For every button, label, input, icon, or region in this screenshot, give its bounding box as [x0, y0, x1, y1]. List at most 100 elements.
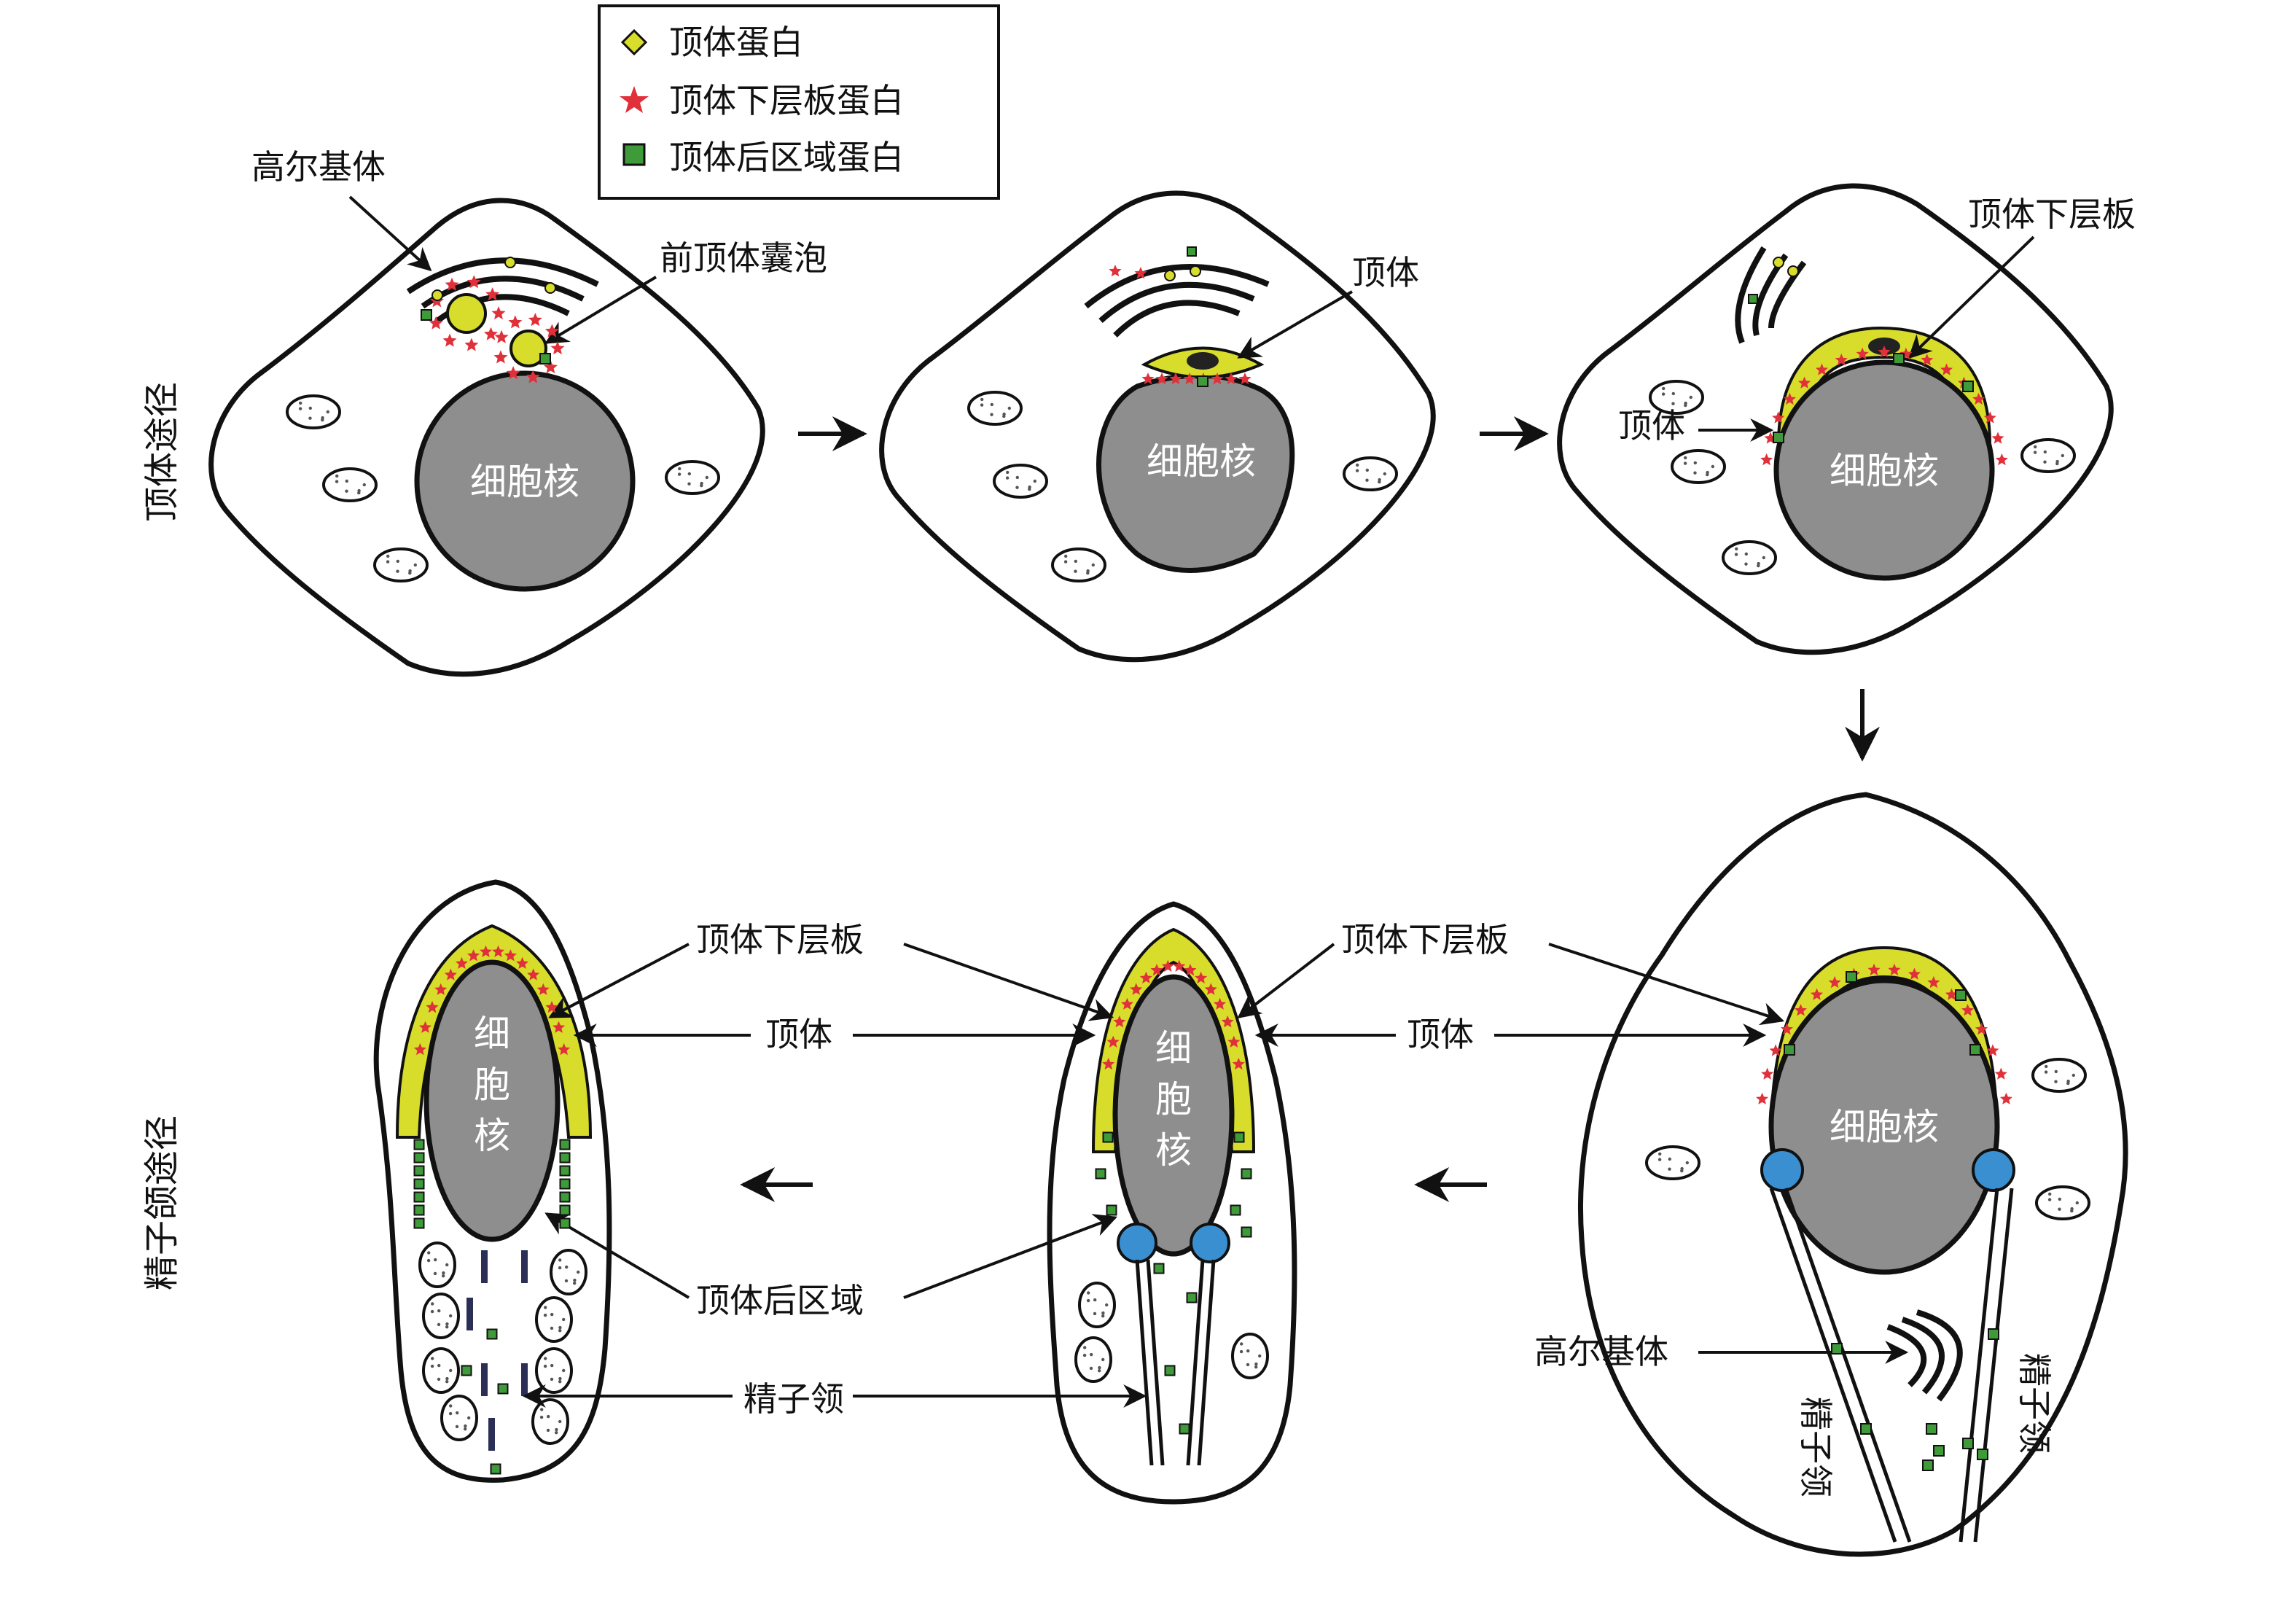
subacrosomal-protein-star [444, 968, 457, 981]
postacrosomal-protein-square [559, 1139, 571, 1150]
postacrosomal-protein-square [1153, 1263, 1165, 1274]
mitochondrion-crista [464, 1427, 467, 1431]
subacrosomal-protein-star [464, 338, 479, 351]
mitochondrion-crista [434, 1258, 437, 1262]
postacrosomal-protein-square [1230, 1204, 1241, 1216]
mitochondrion-crista [555, 1427, 558, 1432]
mitochondrion-crista [1757, 561, 1760, 566]
mitochondrion-crista [299, 401, 302, 405]
subacrosomal-protein-star [1995, 453, 2008, 466]
mitochondrion-crista [345, 489, 348, 493]
postacrosomal-protein-square [413, 1152, 425, 1164]
cell-3: 细胞核 顶体下层板 顶体 [1557, 183, 2136, 655]
mitochondrion-crista [1090, 1352, 1093, 1357]
pointer [903, 1214, 1117, 1299]
mitochondrion-crista [2055, 459, 2059, 464]
mitochondrion-crista [442, 1271, 445, 1275]
acrosome-label: 顶体 [1618, 406, 1685, 445]
mitochondrion-crista [980, 403, 984, 407]
mitochondrion-crista [573, 1282, 577, 1285]
pointer [903, 943, 1114, 1021]
mitochondrion-crista [2058, 1197, 2061, 1201]
subacrosomal-protein-star [1113, 1015, 1126, 1028]
subacrosomal-protein-star [491, 306, 506, 320]
mitochondrion-crista [540, 1408, 544, 1411]
subacrosomal-protein-star [558, 1042, 571, 1056]
pointer [548, 943, 690, 1018]
acrosomal-protein-dot [544, 282, 556, 294]
mitochondrion-crista [362, 483, 366, 487]
mitochondrion-crista [1680, 1166, 1684, 1171]
mitochondrion-crista [1668, 1157, 1671, 1161]
svg-text:精子领: 精子领 [2015, 1353, 2054, 1454]
mitochondrion-crista [1254, 1365, 1258, 1369]
nucleus-label: 细胞核 [1830, 1106, 1939, 1148]
postacrosomal-protein-square [1233, 1131, 1245, 1143]
mitochondrion-crista [445, 1322, 449, 1326]
square-icon [622, 143, 646, 166]
postacrosomal-protein-square [1748, 294, 1758, 304]
mitochondrion-crista [396, 559, 399, 564]
subacrosomal-protein-star [1856, 347, 1869, 360]
cell-5: 细 胞 核 [1047, 901, 1297, 1505]
subacrosomal-protein-star [1798, 376, 1811, 389]
mitochondrion-crista [1684, 401, 1687, 405]
mitochondrion-crista [677, 472, 682, 476]
subacrosomal-protein-star [527, 968, 540, 981]
acrosomal-protein-dot [504, 257, 516, 268]
mitochondrion-crista [1028, 485, 1031, 489]
cell-1: 细胞核 高尔基体 前顶体囊泡 [208, 147, 827, 677]
subacrosomal-protein-star [1986, 1044, 1999, 1056]
nucleus [1768, 978, 2000, 1275]
subacrosomal-protein-star [1173, 959, 1186, 972]
mitochondrion-crista [1083, 1346, 1087, 1349]
golgi [1084, 264, 1270, 338]
mitochondrion-crista [2033, 451, 2037, 454]
mitochondrion-crista [437, 1322, 441, 1327]
subacrosomal-protein-star [1184, 964, 1197, 976]
mitochondrion-crista [2066, 1079, 2070, 1083]
mitochondrion-crista [448, 1411, 453, 1416]
legend-label: 顶体蛋白 [669, 23, 803, 62]
mitochondrion-crista [445, 1380, 449, 1384]
mitochondrion-crista [1063, 560, 1068, 564]
mitochondrion-crista [2072, 1073, 2075, 1077]
acrosomal-protein-dot [1787, 265, 1799, 277]
mitochondrion-crista [437, 1363, 441, 1368]
nucleus-label: 细胞核 [1147, 440, 1256, 483]
mitochondrion-crista [413, 563, 417, 567]
postacrosomal-protein-square [1962, 381, 1974, 392]
subacrosomal-protein-star [1972, 392, 1985, 405]
subacrosomal-protein-star [1120, 997, 1133, 1010]
subacrosomal-layer-label-right: 顶体下层板 [1341, 920, 1509, 959]
mitochondrion-crista [308, 416, 312, 420]
mitochondrion-crista [1093, 1298, 1097, 1302]
mitochondrion-crista [1661, 392, 1666, 396]
subacrosomal-protein-star [493, 350, 508, 364]
subacrosomal-layer-pointer [1908, 235, 2035, 359]
mitochondrion-crista [335, 474, 339, 478]
subacrosomal-protein-star [466, 275, 481, 289]
mitochondrion-crista [1246, 1349, 1250, 1353]
mitochondrion-crista [1762, 556, 1765, 560]
mitochondrion-crista [1101, 1357, 1105, 1362]
postacrosomal-protein-square [1241, 1226, 1252, 1238]
postacrosomal-protein-square [413, 1178, 425, 1190]
postacrosomal-protein-square [1846, 971, 1857, 983]
postacrosomal-protein-square [1102, 1131, 1114, 1143]
legend-item-acrosomal-protein: 顶体蛋白 [620, 23, 803, 62]
mitochondrion-crista [544, 1357, 547, 1360]
manchette-label-left: 精子领 [1796, 1397, 1835, 1497]
mitochondrion-crista [543, 1313, 547, 1317]
manchette-pathway-label: 精子颌途径 [141, 1115, 182, 1290]
postacrosomal-protein-square [1164, 1365, 1176, 1376]
nucleus-label-1: 细 [1155, 1027, 1192, 1069]
subacrosomal-protein-star [1921, 354, 1934, 366]
mitochondrion-crista [558, 1376, 562, 1381]
subacrosomal-protein-star [1940, 363, 1953, 375]
subacrosomal-protein-star [479, 945, 492, 957]
mitochondrion-crista [564, 1279, 569, 1283]
proacrosomal-vesicle-label: 前顶体囊泡 [660, 238, 827, 278]
subacrosomal-protein-star [1769, 1044, 1782, 1056]
